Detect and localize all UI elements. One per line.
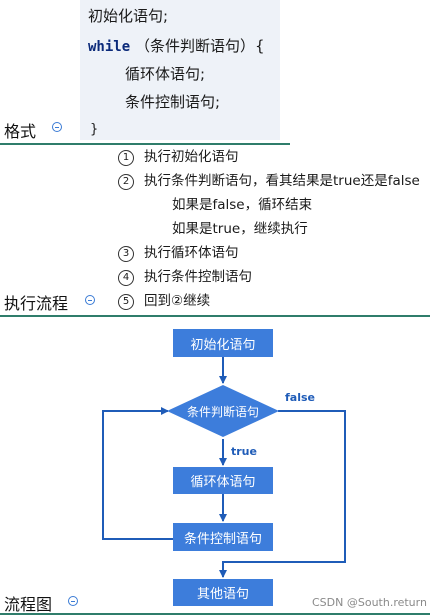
section-title-diagram: 流程图 [4, 595, 53, 614]
step-2-false: 如果是false，循环结束 [172, 197, 313, 213]
step-text: 执行条件判断语句，看其结果是true还是false [144, 173, 420, 189]
step-3: 3 执行循环体语句 [118, 244, 239, 262]
step-number: 2 [118, 174, 134, 190]
label-true: true [231, 445, 257, 458]
collapse-icon[interactable] [85, 295, 95, 305]
code-line-condition: （条件判断语句）{ [134, 37, 265, 55]
step-number: 1 [118, 150, 134, 166]
step-4: 4 执行条件控制语句 [118, 268, 252, 286]
step-text: 执行初始化语句 [144, 149, 239, 165]
section-divider [0, 315, 430, 317]
collapse-icon[interactable] [68, 596, 78, 606]
section-divider [0, 143, 290, 145]
step-text: 执行循环体语句 [144, 245, 239, 261]
node-body: 循环体语句 [173, 467, 273, 494]
collapse-icon[interactable] [52, 122, 62, 132]
while-keyword: while [88, 39, 131, 55]
step-2: 2 执行条件判断语句，看其结果是true还是false [118, 172, 420, 190]
code-block [80, 0, 280, 140]
step-number: 3 [118, 246, 134, 262]
step-text: 回到②继续 [144, 293, 211, 309]
step-number: 4 [118, 270, 134, 286]
node-init: 初始化语句 [173, 329, 273, 357]
step-text: 执行条件控制语句 [144, 269, 252, 285]
code-line-control: 条件控制语句; [125, 93, 221, 111]
step-1: 1 执行初始化语句 [118, 148, 239, 166]
section-title-flow: 执行流程 [4, 294, 69, 313]
arrow-loop-back [102, 407, 173, 540]
watermark: CSDN @South.return [312, 596, 427, 609]
node-control: 条件控制语句 [173, 523, 273, 551]
code-line-body: 循环体语句; [125, 65, 206, 83]
condition-diamond [167, 385, 279, 437]
section-title-format: 格式 [4, 122, 37, 141]
step-number: 5 [118, 294, 134, 310]
code-line-while: while （条件判断语句）{ [88, 36, 264, 57]
label-false: false [285, 391, 315, 404]
step-5: 5 回到②继续 [118, 292, 210, 310]
node-condition: 条件判断语句 [186, 405, 259, 419]
arrow-false-exit [219, 410, 346, 578]
section-divider [0, 613, 430, 615]
code-line-init: 初始化语句; [88, 7, 169, 25]
code-line-close: } [90, 122, 99, 137]
step-2-true: 如果是true，继续执行 [172, 221, 308, 237]
node-other: 其他语句 [173, 579, 273, 606]
